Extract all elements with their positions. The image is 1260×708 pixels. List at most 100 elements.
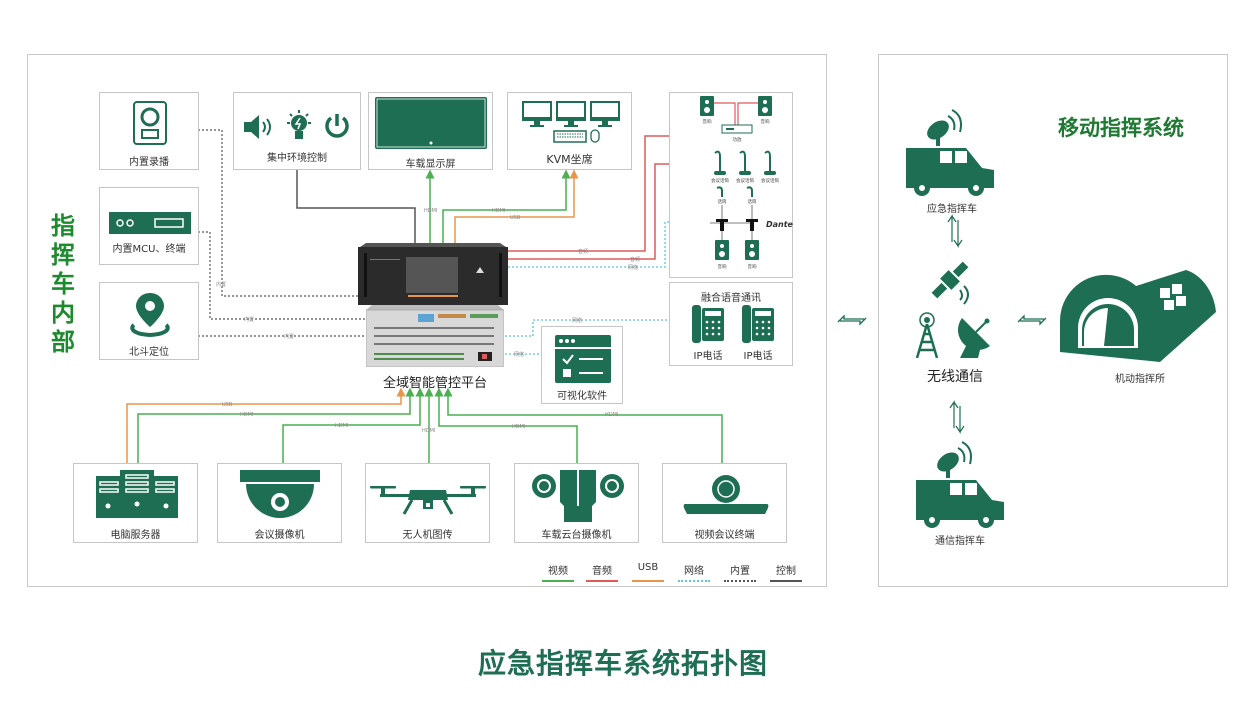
mcu-node[interactable]: 内置MCU、终端: [99, 187, 199, 265]
visual-software-label: 可视化软件: [557, 391, 607, 402]
vertical-arrow-icon: [949, 400, 965, 434]
command-tent-icon: [1059, 270, 1216, 362]
speaker-icon: [700, 96, 772, 116]
mic-label: 话筒: [748, 198, 757, 205]
kvm-node[interactable]: KVM坐席: [507, 92, 632, 170]
speaker-label: 音响: [703, 118, 712, 125]
legend-control-swatch: [770, 580, 802, 582]
speaker-label: 音响: [748, 263, 757, 270]
beidou-label: 北斗定位: [129, 347, 169, 358]
tag-hdmi: HDMI: [512, 424, 525, 430]
legend-video-label: 视频: [548, 566, 568, 577]
ptz-camera-node[interactable]: 车载云台摄像机: [514, 463, 639, 543]
vertical-arrow-icon: [947, 214, 963, 248]
hdmi-line-ptz: [434, 387, 578, 463]
satellite-icon: [931, 261, 969, 305]
legend-builtin-swatch: [724, 580, 756, 582]
legend-usb-swatch: [632, 580, 664, 582]
microphone-icon: [714, 150, 776, 197]
mcu-device-icon: [109, 212, 191, 234]
legend-network-swatch: [678, 580, 710, 582]
ip-phone-label: IP电话: [743, 351, 773, 362]
env-control-node[interactable]: 集中环境控制: [233, 92, 361, 170]
speaker-label: 音响: [761, 118, 770, 125]
legend-builtin-label: 内置: [730, 566, 750, 577]
tag-builtin: 内置: [244, 316, 254, 323]
lightbulb-icon: [287, 110, 311, 139]
display-node[interactable]: 车载显示屏: [368, 92, 493, 170]
conf-mic-label: 会议话筒: [761, 177, 779, 184]
beidou-node[interactable]: 北斗定位: [99, 282, 199, 360]
hdmi-line-videoconf: [443, 387, 723, 463]
voice-comm-node[interactable]: 融合语音通讯 IP电话 IP电话: [669, 282, 793, 366]
server-node[interactable]: 电脑服务器: [73, 463, 198, 543]
mobile-post-label: 机动指挥所: [1115, 374, 1165, 385]
legend-audio-label: 音频: [592, 566, 612, 577]
video-conference-icon: [683, 475, 769, 514]
monitors-keyboard-icon: [522, 101, 620, 143]
mic-label: 话筒: [718, 198, 727, 205]
platform-label: 全域智能管控平台: [382, 376, 487, 391]
tag-hdmi: HDMI: [335, 423, 348, 429]
legend-network-label: 网络: [684, 566, 704, 577]
drone-label: 无人机图传: [402, 530, 453, 541]
recorder-label: 内置录播: [129, 157, 169, 168]
legend-audio-swatch: [586, 580, 618, 582]
wireless-label: 无线通信: [927, 369, 983, 385]
speaker-label: 音响: [718, 263, 727, 270]
tag-network: 网络: [628, 264, 638, 271]
meeting-camera-label: 会议摄像机: [254, 530, 305, 541]
mobile-command-title: 移动指挥系统: [1058, 116, 1184, 140]
tag-builtin: 内置: [216, 281, 226, 288]
matrix-platform-device[interactable]: [366, 305, 504, 367]
dome-camera-icon: [240, 470, 320, 518]
tag-network: 网络: [514, 351, 524, 358]
location-pin-icon: [130, 293, 170, 337]
audio-system-node[interactable]: 音响音响 功放 会议话筒会议话筒会议话筒 话筒话筒 音响音响 Dante: [669, 92, 794, 278]
voice-comm-label: 融合语音通讯: [701, 293, 761, 304]
visual-software-node[interactable]: 可视化软件: [541, 326, 623, 404]
legend-control-label: 控制: [776, 566, 796, 577]
ip-phone-icon: [692, 305, 724, 343]
bidirectional-arrow-icon: [837, 314, 867, 326]
legend-video-swatch: [542, 580, 574, 582]
env-control-label: 集中环境控制: [267, 153, 327, 164]
audio-devices-diagram: 音响音响 功放 会议话筒会议话筒会议话筒 话筒话筒 音响音响 Dante: [700, 96, 794, 270]
usb-line-server: [126, 387, 406, 463]
tag-builtin: 内置: [284, 333, 294, 340]
hdmi-line-meeting-camera: [282, 387, 425, 463]
kvm-label: KVM坐席: [546, 153, 593, 166]
hdmi-line-server: [137, 387, 415, 463]
display-label: 车载显示屏: [405, 159, 456, 170]
vehicle-interior-title: 指挥车内部: [51, 212, 75, 356]
hdmi-line-kvm: [442, 169, 571, 245]
display-screen-icon: [375, 97, 487, 149]
drone-node[interactable]: 无人机图传: [365, 463, 490, 543]
server-icon: [96, 470, 178, 518]
emergency-vehicle-label: 应急指挥车: [927, 204, 977, 215]
power-icon: [325, 114, 349, 138]
drone-icon: [370, 486, 486, 515]
horizontal-arrow-icon: [1017, 314, 1047, 326]
tag-hdmi: HDMI: [424, 208, 437, 214]
comm-vehicle-label: 通信指挥车: [935, 536, 985, 547]
mcu-label: 内置MCU、终端: [112, 244, 186, 255]
tag-usb: USB: [222, 402, 233, 408]
builtin-line-mcu: [198, 231, 366, 320]
conf-mic-label: 会议话筒: [711, 177, 729, 184]
tag-hdmi: HDMI: [605, 412, 618, 418]
recorder-node[interactable]: 内置录播: [99, 92, 199, 170]
server-label: 电脑服务器: [110, 530, 161, 541]
dante-logo: Dante: [766, 220, 794, 229]
meeting-camera-node[interactable]: 会议摄像机: [217, 463, 342, 543]
diagram-title: 应急指挥车系统拓扑图: [478, 647, 769, 680]
hard-drive-icon: [133, 101, 167, 145]
amplifier-label: 功放: [733, 136, 742, 143]
comm-vehicle-icon: [916, 441, 1004, 528]
video-conf-node[interactable]: 视频会议终端: [662, 463, 787, 543]
control-host-device[interactable]: [358, 243, 508, 305]
satellite-dish-icon: [958, 318, 990, 358]
video-conf-label: 视频会议终端: [694, 530, 755, 541]
tag-network: 网络: [572, 317, 582, 324]
ip-phone-label: IP电话: [693, 351, 723, 362]
